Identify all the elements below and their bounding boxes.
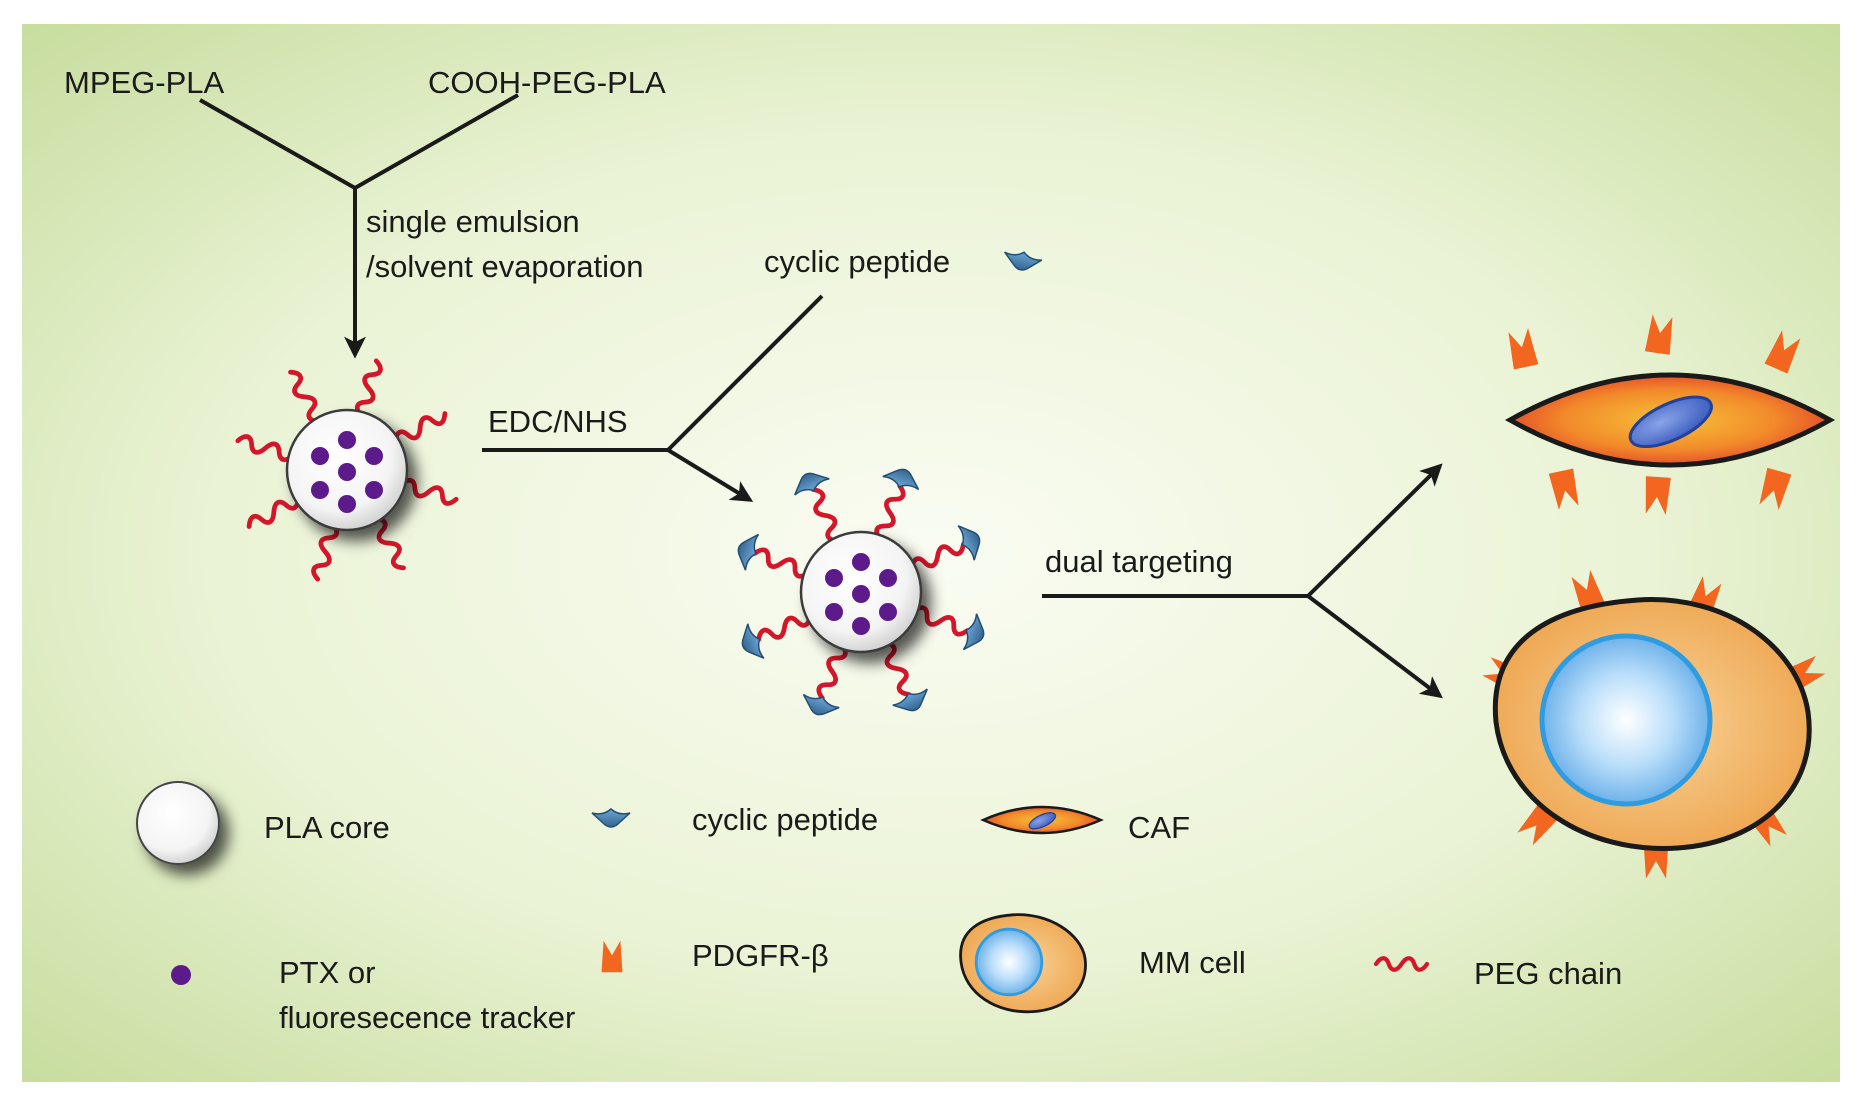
- nanoparticle-plain: [236, 359, 458, 581]
- drug-dot: [338, 495, 356, 513]
- legend-mm-cell-label: MM cell: [1139, 945, 1246, 980]
- dual-targeting-arrow: [1042, 463, 1443, 699]
- legend-ptx-label-line2: fluoresecence tracker: [279, 1000, 575, 1035]
- drug-dot: [825, 603, 843, 621]
- drug-dot: [311, 447, 329, 465]
- drug-dot: [338, 431, 356, 449]
- legend-peg-chain-label: PEG chain: [1474, 956, 1622, 991]
- caf-nucleus: [1628, 395, 1713, 449]
- drug-dot: [852, 617, 870, 635]
- label-solvent-evaporation: /solvent evaporation: [366, 249, 643, 284]
- drug-dot: [852, 553, 870, 571]
- drug-dot: [365, 481, 383, 499]
- legend-ptx-dot-icon: [171, 965, 191, 985]
- legend-mm-cell-icon: [959, 913, 1087, 1014]
- drug-dot: [879, 569, 897, 587]
- label-mpeg-pla: MPEG-PLA: [64, 65, 225, 100]
- legend-pla-core-label: PLA core: [264, 810, 390, 845]
- mm-cell: [1481, 569, 1827, 879]
- nanoparticle-peptide-decorated: [731, 462, 991, 722]
- drug-dot: [879, 603, 897, 621]
- label-cooh-peg-pla: COOH-PEG-PLA: [428, 65, 666, 100]
- legend-pla-core-icon: [136, 781, 220, 865]
- drug-dot: [365, 447, 383, 465]
- background-panel: [22, 24, 1840, 1082]
- legend: PLA core cyclic peptide CAF PTX or fluor…: [136, 781, 1622, 1035]
- drug-dot: [338, 463, 356, 481]
- legend-caf-icon: [980, 805, 1104, 835]
- synthesis-arrow: [199, 93, 519, 359]
- drug-dot: [311, 481, 329, 499]
- caf-cell: [1504, 314, 1836, 516]
- label-single-emulsion: single emulsion: [366, 204, 580, 239]
- legend-ptx-label-line1: PTX or: [279, 955, 375, 990]
- mm-nucleus: [1539, 633, 1713, 807]
- legend-caf-label: CAF: [1128, 810, 1190, 845]
- label-dual-targeting: dual targeting: [1045, 544, 1233, 579]
- label-cyclic-peptide-top: cyclic peptide: [764, 244, 950, 279]
- drug-dot: [825, 569, 843, 587]
- legend-cyclic-peptide-label: cyclic peptide: [692, 802, 878, 837]
- label-edc-nhs: EDC/NHS: [488, 404, 628, 439]
- conjugation-arrow: [482, 294, 824, 502]
- drug-dot: [852, 585, 870, 603]
- legend-pdgfr-label: PDGFR-β: [692, 938, 829, 973]
